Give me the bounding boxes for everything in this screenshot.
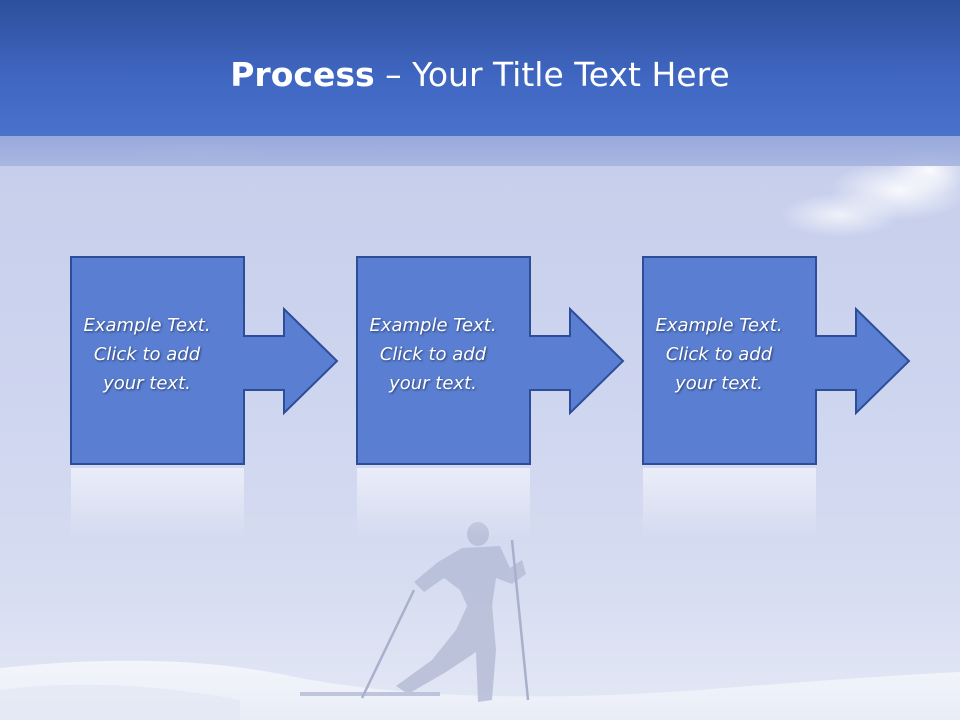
step-text-line: Example Text. — [655, 315, 783, 336]
step-text-line: your text. — [103, 373, 191, 394]
skier-silhouette — [300, 522, 526, 702]
step-text-line: Click to add — [93, 344, 201, 365]
step-reflection — [71, 468, 244, 538]
step-reflection — [643, 468, 816, 538]
step-text-line: your text. — [389, 373, 477, 394]
step-text-1[interactable]: Example Text. Click to add your text. — [61, 311, 233, 398]
title-bar-shadow-strip — [0, 136, 960, 166]
title-bar — [0, 0, 960, 136]
step-text-line: Click to add — [665, 344, 773, 365]
step-text-3[interactable]: Example Text. Click to add your text. — [633, 311, 805, 398]
slide-title-bold: Process — [230, 55, 375, 94]
step-text-line: Example Text. — [369, 315, 497, 336]
step-text-2[interactable]: Example Text. Click to add your text. — [347, 311, 519, 398]
slide-title[interactable]: Process – Your Title Text Here — [0, 52, 960, 98]
step-reflection — [357, 468, 530, 538]
step-text-line: Example Text. — [83, 315, 211, 336]
step-text-line: Click to add — [379, 344, 487, 365]
slide-title-rest: – Your Title Text Here — [374, 55, 730, 94]
step-text-line: your text. — [675, 373, 763, 394]
